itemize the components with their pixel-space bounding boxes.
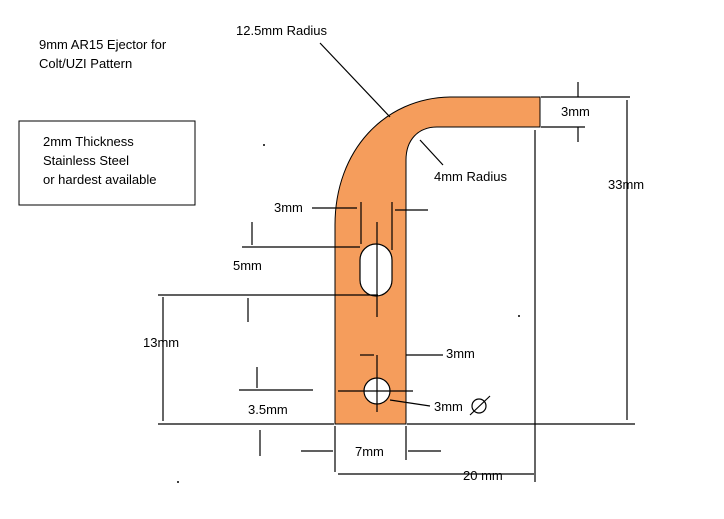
hole-diameter-label: 3mm bbox=[434, 399, 463, 414]
stray-dot bbox=[518, 315, 520, 317]
outer-radius-label: 12.5mm Radius bbox=[236, 23, 328, 38]
width-label: 7mm bbox=[355, 444, 384, 459]
slot-hole bbox=[359, 243, 393, 297]
upper-offset-label: 3mm bbox=[274, 200, 303, 215]
ejector-part bbox=[334, 96, 541, 425]
slot-length-label: 5mm bbox=[233, 258, 262, 273]
stray-dot bbox=[263, 144, 265, 146]
title-line-2: Colt/UZI Pattern bbox=[39, 56, 132, 71]
hole-bottom-label: 3.5mm bbox=[248, 402, 288, 417]
stray-dot bbox=[177, 481, 179, 483]
tip-thickness-label: 3mm bbox=[561, 104, 590, 119]
diameter-symbol-slash bbox=[469, 395, 491, 416]
inner-radius-leader bbox=[419, 139, 444, 166]
diameter-symbol-circle bbox=[471, 398, 487, 414]
right-offset-label: 3mm bbox=[446, 346, 475, 361]
spec-alternative: or hardest available bbox=[43, 172, 156, 187]
spec-box bbox=[18, 120, 196, 206]
outer-radius-leader bbox=[319, 42, 391, 118]
inner-radius-label: 4mm Radius bbox=[434, 169, 507, 184]
total-width-label: 20 mm bbox=[463, 468, 503, 483]
lower-height-label: 13mm bbox=[143, 335, 179, 350]
spec-material: Stainless Steel bbox=[43, 153, 129, 168]
hole-diameter-leader bbox=[389, 399, 431, 407]
spec-thickness: 2mm Thickness bbox=[43, 134, 134, 149]
total-height-label: 33mm bbox=[608, 177, 644, 192]
title-line-1: 9mm AR15 Ejector for bbox=[39, 37, 167, 52]
